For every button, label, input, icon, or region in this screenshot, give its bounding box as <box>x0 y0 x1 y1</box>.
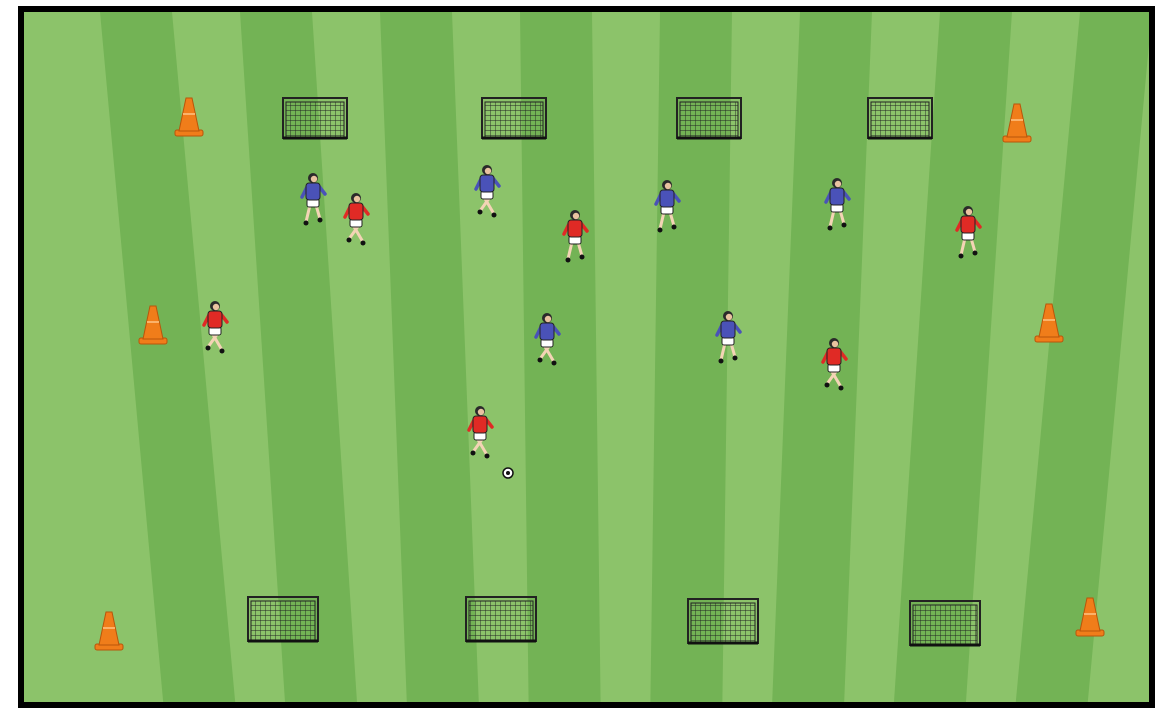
bottom-goal <box>910 601 980 645</box>
ball-layer <box>503 468 513 478</box>
ball <box>503 468 513 478</box>
top-goal <box>868 98 932 138</box>
top-goal <box>677 98 741 138</box>
bottom-goal <box>466 597 536 641</box>
top-goal <box>283 98 347 138</box>
bottom-goal <box>248 597 318 641</box>
top-goal <box>482 98 546 138</box>
bottom-goal <box>688 599 758 643</box>
